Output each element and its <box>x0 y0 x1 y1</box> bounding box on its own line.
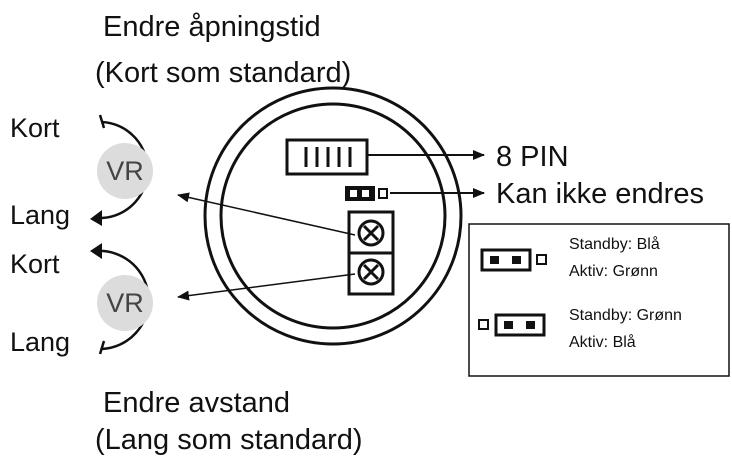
knob-top-vr[interactable]: VR <box>97 143 153 199</box>
device-inner-ring <box>219 102 447 330</box>
bottom-caption-line1: Endre avstand <box>103 387 291 419</box>
bottom-caption-line2: (Lang som standard) <box>95 424 363 456</box>
knob-bottom-upper-label: Kort <box>10 249 60 279</box>
legend-item2-line2: Aktiv: Blå <box>569 334 636 351</box>
leader-top <box>177 192 356 236</box>
pin-connector <box>285 138 369 176</box>
legend-box <box>468 223 730 377</box>
knob-bottom-lower-label: Lang <box>10 327 71 357</box>
device-jumper-icon <box>345 186 388 201</box>
top-caption-line2: (Kort som standard) <box>95 57 352 89</box>
pin-callout: 8 PIN <box>496 141 569 173</box>
top-caption-line1: Endre åpningstid <box>103 11 321 43</box>
potentiometer-block <box>347 210 395 296</box>
knob-top-vr-label: VR <box>106 156 144 186</box>
knob-top-upper-label: Kort <box>10 113 60 143</box>
fixed-callout: Kan ikke endres <box>496 178 704 210</box>
knob-bottom-vr[interactable]: VR <box>97 275 153 331</box>
knob-bottom-vr-label: VR <box>106 288 144 318</box>
leader-bottom <box>177 273 356 301</box>
legend-jumper-2-icon <box>478 313 546 337</box>
legend-jumper-1-icon <box>480 248 547 272</box>
device-outer-ring <box>203 86 463 346</box>
legend-item2-line1: Standby: Grønn <box>569 307 682 324</box>
legend-item1-line1: Standby: Blå <box>569 236 660 253</box>
knob-top-lower-label: Lang <box>10 200 71 230</box>
legend-item1-line2: Aktiv: Grønn <box>569 263 658 280</box>
